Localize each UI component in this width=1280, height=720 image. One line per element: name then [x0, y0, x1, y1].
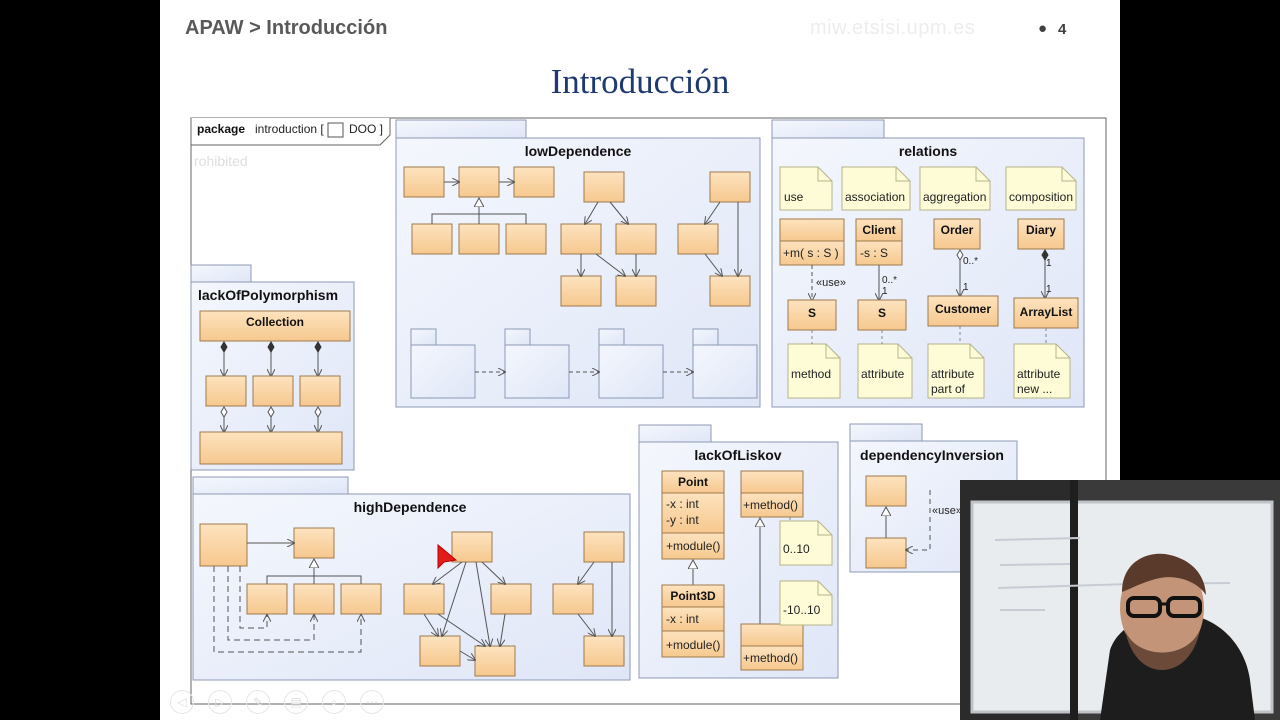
note-attribute-new: attribute new ...	[1013, 328, 1071, 399]
note-association: association	[841, 166, 911, 211]
arraylist-class: ArrayList	[1020, 305, 1073, 319]
page-bullet-icon: ●	[1038, 20, 1048, 37]
aggregation-multiplicity-end: 1	[963, 282, 969, 293]
breadcrumb: APAW > Introducción	[185, 17, 388, 39]
customer-class: Customer	[935, 302, 991, 316]
package-title: lowDependence	[525, 143, 632, 159]
svg-text:attribute: attribute	[861, 367, 905, 381]
client-attribute: -s : S	[860, 246, 888, 260]
point3d-attr: -x : int	[666, 612, 699, 626]
svg-text:composition: composition	[1009, 190, 1073, 204]
page-number: 4	[1058, 21, 1067, 38]
uml-diagram: package introduction [ DOO ] rohibited l…	[190, 117, 1107, 705]
note-attribute-part-of: attribute part of	[927, 326, 985, 399]
package-title: lackOfLiskov	[694, 447, 781, 463]
note-composition: composition	[1005, 166, 1077, 211]
package-title: relations	[899, 143, 958, 159]
mouse-cursor-icon	[437, 543, 458, 570]
slide: APAW > Introducción miw.etsisi.upm.es ● …	[160, 0, 1120, 720]
use-class-operation: +m( s : S )	[783, 246, 839, 260]
association-multiplicity-end: 1	[882, 286, 888, 297]
package-title: lackOfPolymorphism	[198, 287, 338, 303]
client-class: Client	[862, 223, 895, 237]
point-class: Point	[678, 475, 708, 489]
association-target-class: S	[878, 306, 886, 320]
point-attr-y: -y : int	[666, 513, 699, 527]
order-class: Order	[941, 223, 974, 237]
svg-text:method: method	[791, 367, 831, 381]
package-lack-of-liskov: lackOfLiskov Point -x : int -y : int +mo…	[638, 424, 839, 679]
nav-pen-icon[interactable]: ✎	[246, 690, 270, 714]
package-title: highDependence	[354, 499, 467, 515]
aggregation-multiplicity: 0..*	[963, 256, 978, 267]
frame-ref: DOO ]	[349, 122, 383, 136]
svg-text:use: use	[784, 190, 804, 204]
frame-name: introduction [	[255, 122, 324, 136]
svg-text:-10..10: -10..10	[783, 603, 821, 617]
bottom-class-operation: +method()	[743, 651, 798, 665]
frame-keyword: package	[197, 122, 245, 136]
use-target-class: S	[808, 306, 816, 320]
package-high-dependence: highDependence	[192, 476, 631, 681]
package-lack-of-polymorphism: lackOfPolymorphism Collection	[190, 264, 355, 471]
diary-class: Diary	[1026, 223, 1056, 237]
nav-forward-icon[interactable]: ▷	[208, 690, 232, 714]
slide-navigation: ◁ ▷ ✎ ▤ ⌕ ⋯	[170, 690, 384, 714]
point-operation: +module()	[666, 539, 720, 553]
svg-text:part of: part of	[931, 382, 966, 396]
nav-slides-icon[interactable]: ▤	[284, 690, 308, 714]
point3d-class: Point3D	[670, 589, 716, 603]
nav-back-icon[interactable]: ◁	[170, 690, 194, 714]
svg-text:0..10: 0..10	[783, 542, 810, 556]
slide-title: Introducción	[550, 62, 730, 101]
svg-text:new ...: new ...	[1017, 382, 1052, 396]
svg-text:aggregation: aggregation	[923, 190, 986, 204]
package-relations: relations use association aggregation co	[771, 119, 1085, 408]
nav-zoom-icon[interactable]: ⌕	[322, 690, 346, 714]
composition-multiplicity-end: 1	[1046, 284, 1052, 295]
ghost-text: rohibited	[194, 153, 248, 169]
association-multiplicity: 0..*	[882, 275, 897, 286]
composition-multiplicity-top: 1	[1046, 258, 1052, 269]
nav-more-icon[interactable]: ⋯	[360, 690, 384, 714]
point-attr-x: -x : int	[666, 497, 699, 511]
diagram-ref-icon	[327, 122, 344, 138]
collection-class: Collection	[246, 315, 304, 329]
svg-text:attribute: attribute	[931, 367, 975, 381]
svg-text:attribute: attribute	[1017, 367, 1061, 381]
point3d-operation: +module()	[666, 638, 720, 652]
note-method: method	[787, 330, 841, 399]
webcam-feed	[960, 480, 1280, 720]
note-range-minus10-10: -10..10	[779, 580, 833, 626]
note-use: use	[779, 166, 833, 211]
dependency-inversion-stereotype: «use»	[932, 505, 962, 517]
top-class-operation: +method()	[743, 498, 798, 512]
note-aggregation: aggregation	[919, 166, 991, 211]
package-low-dependence: lowDependence	[395, 119, 761, 408]
note-attribute: attribute	[857, 330, 913, 399]
note-range-0-10: 0..10	[779, 517, 833, 566]
package-title: dependencyInversion	[860, 447, 1004, 463]
use-stereotype: «use»	[816, 277, 846, 289]
svg-text:association: association	[845, 190, 905, 204]
site-url: miw.etsisi.upm.es	[810, 17, 976, 39]
